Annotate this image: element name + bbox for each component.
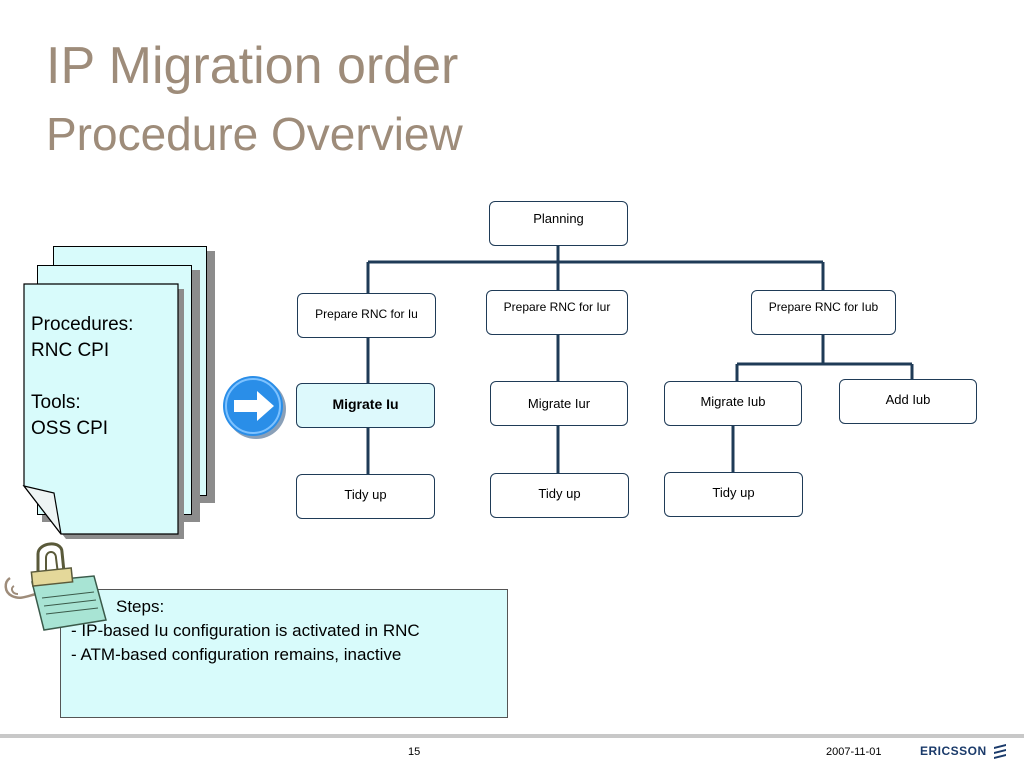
footer-date: 2007-11-01 [826,746,882,758]
paper-clip-icon [2,536,122,636]
node-migrate-iub: Migrate Iub [664,381,802,426]
document-text: Procedures: RNC CPI Tools: OSS CPI [31,312,133,442]
logo-text: ERICSSON [920,744,987,758]
node-tidy-up-iur: Tidy up [490,473,629,518]
procedures-label: Procedures: [31,314,134,335]
node-migrate-iur: Migrate Iur [490,381,628,426]
node-prepare-rnc-iu: Prepare RNC for Iu [297,293,436,338]
document-page-front [22,283,184,539]
node-add-iub: Add Iub [839,379,977,424]
node-prepare-rnc-iur: Prepare RNC for Iur [486,290,628,335]
page-number: 15 [408,746,421,758]
steps-line-1: - IP-based Iu configuration is activated… [71,621,420,640]
node-prepare-rnc-iub: Prepare RNC for Iub [751,290,896,335]
steps-box: Steps: - IP-based Iu configuration is ac… [60,589,508,718]
node-tidy-up-iu: Tidy up [296,474,435,519]
right-arrow-icon [221,374,287,440]
tools-value: OSS CPI [31,418,109,439]
ericsson-logo: ERICSSON [920,743,1007,759]
footer-divider [0,734,1024,738]
tools-label: Tools: [31,392,81,413]
node-planning: Planning [489,201,628,246]
slide-subtitle: Procedure Overview [46,108,463,160]
steps-line-2: - ATM-based configuration remains, inact… [71,645,402,664]
node-tidy-up-iub: Tidy up [664,472,803,517]
ericsson-logo-icon [993,744,1006,759]
node-migrate-iu: Migrate Iu [296,383,435,428]
slide-title: IP Migration order [46,37,459,95]
procedures-value: RNC CPI [31,340,110,361]
steps-header: Steps: [116,597,165,616]
